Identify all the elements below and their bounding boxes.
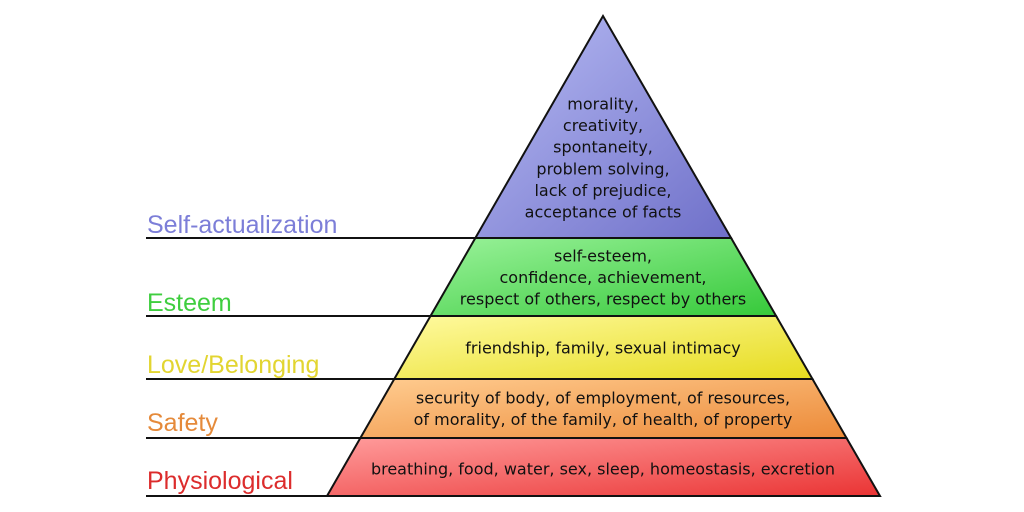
tier-text-line: respect of others, respect by others <box>460 290 746 309</box>
tier-text-line: security of body, of employment, of reso… <box>416 389 790 408</box>
tier-text-line: problem solving, <box>536 159 669 178</box>
level-label-esteem: Esteem <box>147 289 232 317</box>
level-label-love-belonging: Love/Belonging <box>147 351 319 379</box>
pyramid-tier-physiological <box>325 437 882 497</box>
tier-text-line: lack of prejudice, <box>534 181 671 200</box>
level-label-self-actualization: Self-actualization <box>147 211 337 239</box>
tier-text-line: of morality, of the family, of health, o… <box>414 410 793 429</box>
tier-text-line: acceptance of facts <box>525 203 682 222</box>
tier-text-line: spontaneity, <box>553 138 653 157</box>
tier-text-line: creativity, <box>563 116 643 135</box>
level-label-physiological: Physiological <box>147 467 293 495</box>
tier-text-line: breathing, food, water, sex, sleep, home… <box>371 460 835 479</box>
tier-text-line: friendship, family, sexual intimacy <box>465 339 740 358</box>
pyramid-tiers: morality, creativity, spontaneity, problem … <box>325 13 882 497</box>
tier-text-line: confidence, achievement, <box>499 268 706 287</box>
tier-text-line: self-esteem, <box>554 247 652 266</box>
level-label-safety: Safety <box>147 409 218 437</box>
level-labels: Self-actualizationEsteemLove/BelongingSa… <box>147 211 337 495</box>
tier-text-line: morality, <box>567 95 638 114</box>
level-guide-lines <box>146 237 476 497</box>
